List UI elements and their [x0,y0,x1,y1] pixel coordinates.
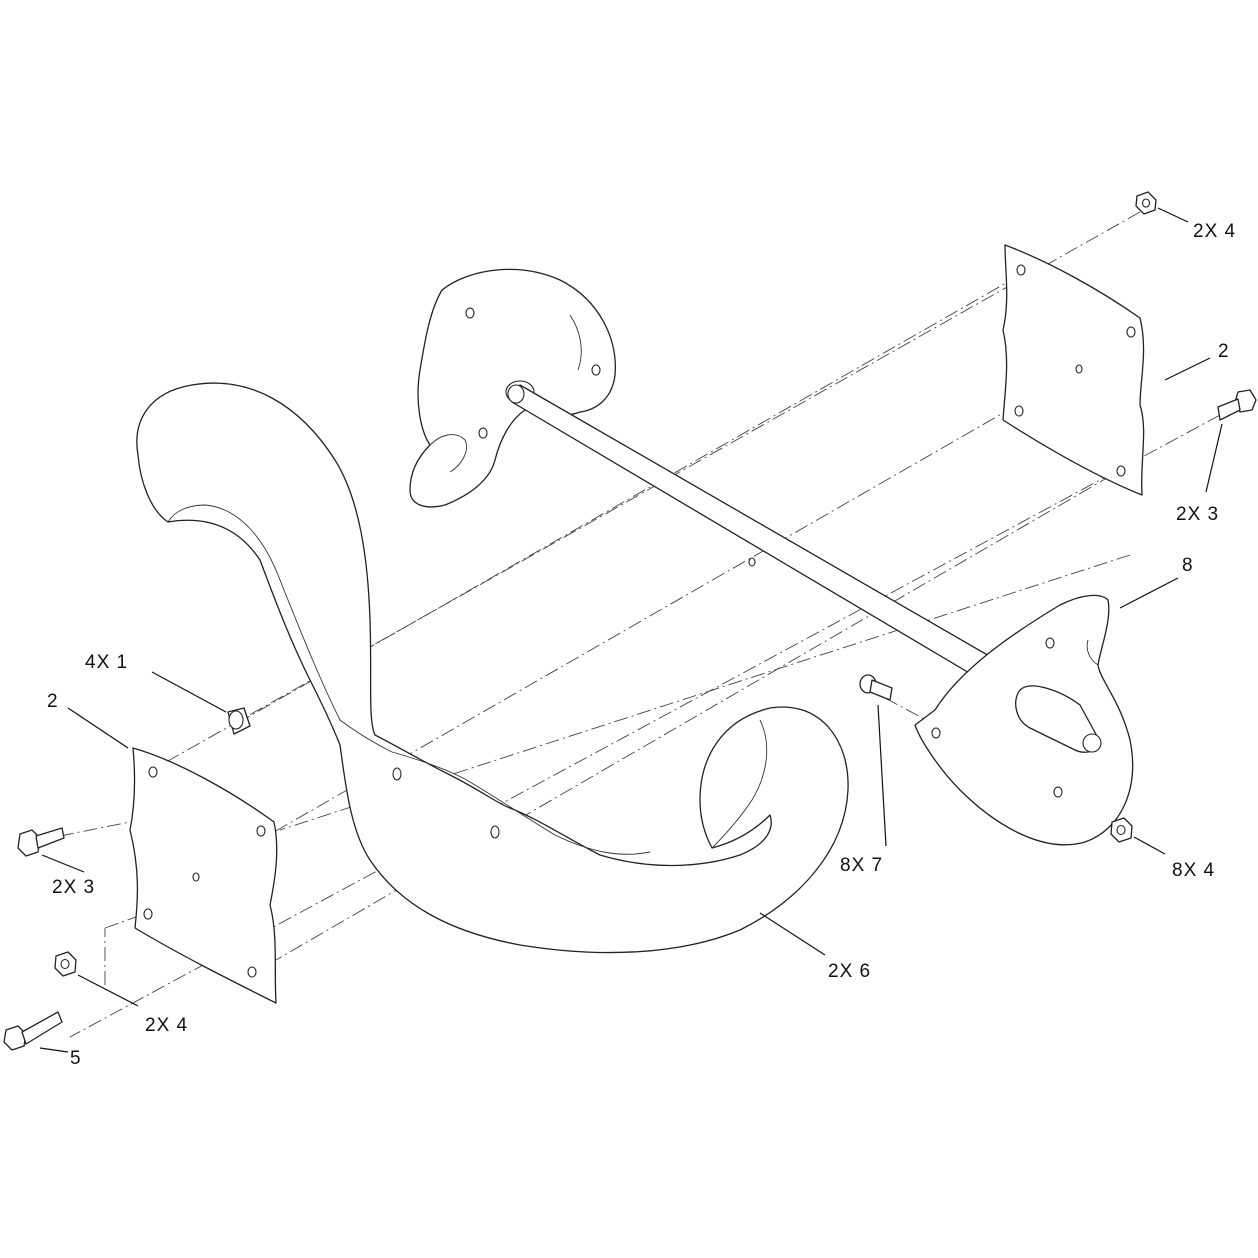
label-top-right-nut: 2X 4 [1193,221,1236,242]
nut-hub [1110,817,1133,843]
callout-labels: 2X 4 2 2X 3 8 4X 1 2 2X 3 2X 4 5 2X 6 8X… [47,221,1236,1069]
leader-lines [39,207,1223,1053]
hub-assembly [914,594,1134,846]
label-hub-assembly: 8 [1182,555,1194,576]
label-auger-blade: 2X 6 [828,961,871,982]
rivet [859,674,893,701]
long-bolt [3,1011,63,1051]
label-rivet: 8X 7 [840,855,883,876]
mounting-plate-left [129,747,278,1004]
label-hub-nut: 8X 4 [1172,860,1215,881]
label-right-bolt: 2X 3 [1176,504,1219,525]
bolt-right [1217,389,1257,421]
nut-top-right [1135,191,1157,215]
label-spacer: 4X 1 [85,652,128,673]
spacer [227,707,251,735]
center-shaft [507,384,1011,691]
label-long-bolt: 5 [70,1048,82,1069]
label-right-plate: 2 [1218,341,1230,362]
auger-blade-left [136,382,849,954]
bolt-left [17,827,65,857]
label-left-bolt: 2X 3 [52,877,95,898]
label-left-nut: 2X 4 [145,1015,188,1036]
mounting-plate-right [1002,244,1145,496]
label-left-plate: 2 [47,691,59,712]
nut-left [54,951,77,977]
